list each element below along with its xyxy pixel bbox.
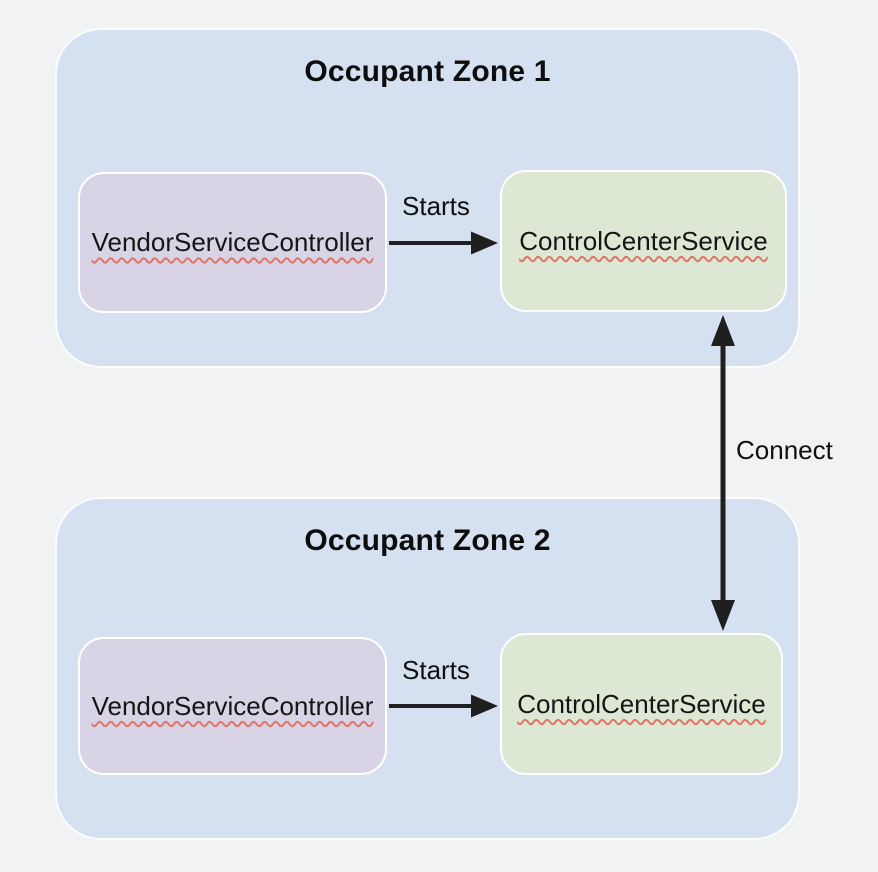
starts-edge-label-zone2: Starts bbox=[402, 655, 470, 685]
connect-edge-label: Connect bbox=[736, 435, 833, 465]
starts-edge-label-zone1: Starts bbox=[402, 191, 470, 221]
vendor-service-controller-node-zone2: VendorServiceController bbox=[78, 637, 387, 775]
vendor-service-controller-label-zone1: VendorServiceController bbox=[91, 227, 374, 257]
control-center-service-label-zone2: ControlCenterService bbox=[517, 688, 766, 719]
control-center-service-node-zone1: ControlCenterService bbox=[500, 170, 787, 312]
vendor-service-controller-label-zone2: VendorServiceController bbox=[91, 690, 374, 721]
control-center-service-label-zone1: ControlCenterService bbox=[519, 225, 768, 256]
control-center-service-node-zone2: ControlCenterService bbox=[500, 633, 783, 775]
zone-1-title: Occupant Zone 1 bbox=[304, 55, 551, 88]
vendor-service-controller-node-zone1: VendorServiceController bbox=[78, 172, 387, 313]
zone-2-title: Occupant Zone 2 bbox=[304, 524, 551, 557]
